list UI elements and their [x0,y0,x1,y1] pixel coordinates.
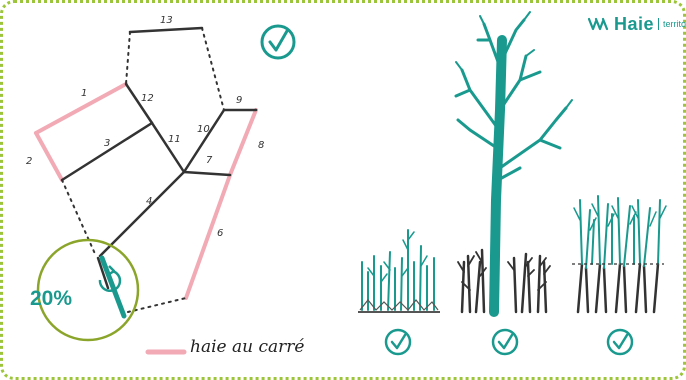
segment-label: 1 [81,88,87,99]
segment-label: 6 [217,228,223,239]
check-circle-icon [606,328,634,356]
segment-label: 10 [197,124,210,135]
check-circle-icon [491,328,519,356]
segment-label: 7 [206,155,213,166]
hedge-coppiced [572,195,667,314]
segment-label: 2 [26,156,32,167]
trim-circle [36,238,140,342]
segment-13 [128,26,204,34]
segment-4 [98,170,186,258]
segment-6 [184,173,232,300]
segment-label: 4 [146,196,152,207]
segment-label: 12 [141,93,154,104]
segment-7 [182,170,232,177]
segment-12 [124,82,154,125]
segment-11 [150,121,186,174]
pink-segments [34,82,258,300]
brand-logo: Haie territoire [588,14,686,34]
segment-label: 3 [104,138,110,149]
trim-percentage: 20% [30,287,73,310]
brand-logo-icon [588,17,609,31]
segment-label: 8 [258,140,264,151]
dark-segments [60,26,258,258]
segment-label: 9 [236,95,242,106]
segment-labels: 1 2 3 4 6 7 8 9 10 11 12 13 [26,15,264,239]
segment-8 [228,108,258,177]
check-circle-icon [260,24,296,60]
segment-2 [34,131,64,182]
segment-10 [182,108,226,174]
brand-name: Haie [614,13,655,34]
segment-label: 11 [168,134,181,145]
segment-1 [34,82,128,135]
brand-separator [658,18,660,30]
segment-label: 13 [160,15,173,26]
hedge-low-regrowth [358,229,440,313]
check-circle-icon [384,328,412,356]
legend-label: haie au carré [190,337,305,357]
brand-subtitle: territoire [663,19,686,29]
dotted-segments [61,27,225,313]
rotate-icon [98,265,122,292]
segment-3 [60,121,154,182]
hedge-with-tree [454,11,573,317]
